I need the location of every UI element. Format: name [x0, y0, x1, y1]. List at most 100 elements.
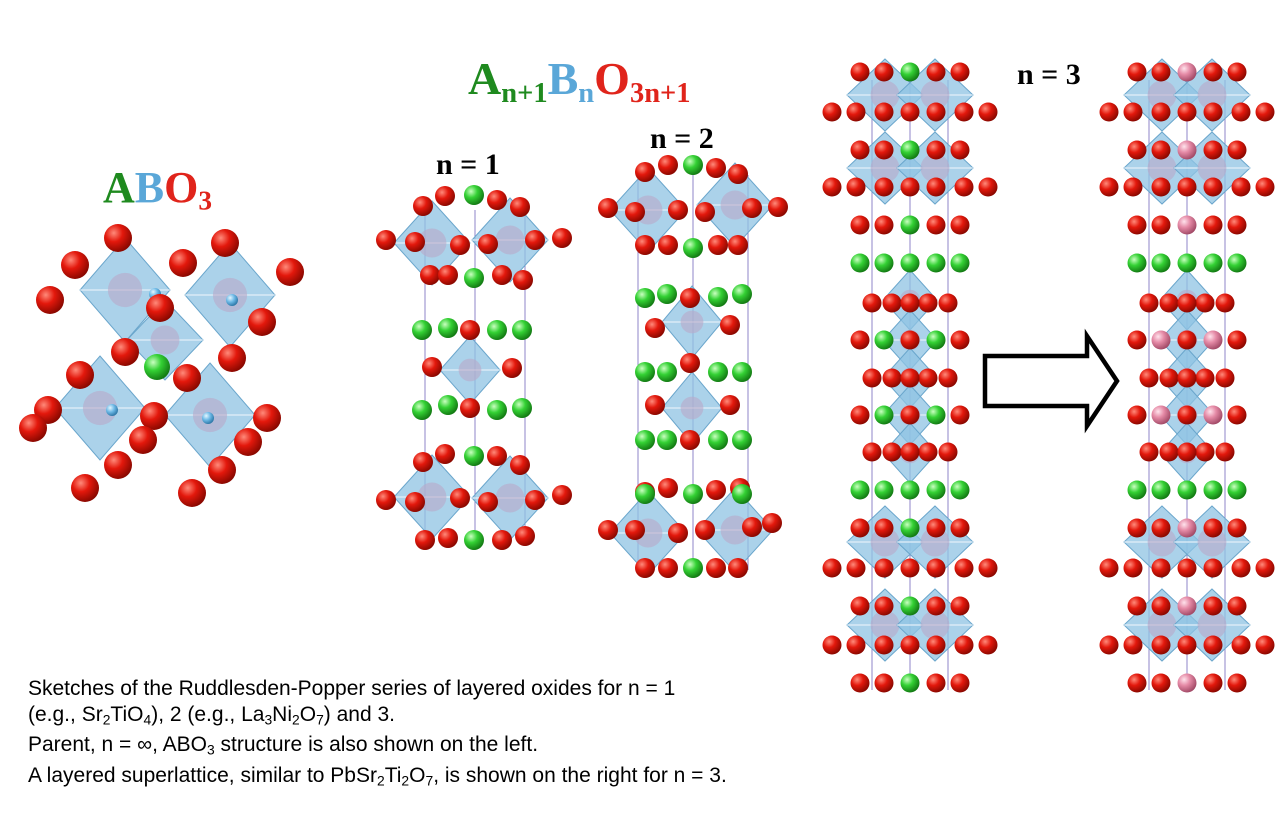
oxygen-atom [1177, 293, 1197, 313]
oxygen-atom [450, 488, 470, 508]
oxygen-atom [492, 530, 512, 550]
oxygen-atom [658, 478, 678, 498]
oxygen-atom [450, 235, 470, 255]
oxygen-atom [1127, 518, 1147, 538]
oxygen-atom [276, 258, 304, 286]
oxygen-atom [413, 196, 433, 216]
a-site-atom [464, 530, 484, 550]
oxygen-atom [376, 490, 396, 510]
oxygen-atom [720, 395, 740, 415]
oxygen-atom [487, 190, 507, 210]
a-site-atom [900, 62, 920, 82]
a-site-atom [635, 430, 655, 450]
oxygen-atom [422, 357, 442, 377]
oxygen-atom [625, 520, 645, 540]
oxygen-atom [1177, 177, 1197, 197]
a-site-atom [412, 400, 432, 420]
oxygen-atom [954, 177, 974, 197]
oxygen-atom [708, 235, 728, 255]
abo3-a: A [103, 163, 135, 212]
oxygen-atom [950, 215, 970, 235]
a-site-atom [487, 320, 507, 340]
oxygen-atom [104, 224, 132, 252]
oxygen-atom [635, 162, 655, 182]
oxygen-atom [510, 455, 530, 475]
a-site-atom [1177, 253, 1197, 273]
oxygen-atom [61, 251, 89, 279]
oxygen-atom [1099, 635, 1119, 655]
oxygen-atom [874, 673, 894, 693]
oxygen-atom [1203, 177, 1223, 197]
oxygen-atom [1195, 368, 1215, 388]
oxygen-atom [728, 235, 748, 255]
oxygen-atom [926, 215, 946, 235]
oxygen-atom [926, 518, 946, 538]
oxygen-atom [822, 558, 842, 578]
oxygen-atom [1177, 102, 1197, 122]
oxygen-atom [850, 405, 870, 425]
oxygen-atom [918, 368, 938, 388]
oxygen-atom [846, 102, 866, 122]
oxygen-atom [146, 294, 174, 322]
unit-cell-lines [424, 80, 1226, 690]
oxygen-atom [900, 293, 920, 313]
a-site-atom [487, 400, 507, 420]
label-n1: n = 1 [436, 148, 500, 181]
a-site-atom [900, 596, 920, 616]
a-site-atom [1203, 405, 1223, 425]
oxygen-atom [900, 368, 920, 388]
a-site-atom [708, 362, 728, 382]
oxygen-atom [668, 523, 688, 543]
a-site-atom [708, 287, 728, 307]
oxygen-atom [950, 596, 970, 616]
oxygen-atom [513, 270, 533, 290]
oxygen-atom [728, 164, 748, 184]
oxygen-atom [248, 308, 276, 336]
oxygen-atom [635, 235, 655, 255]
abo3-o: O [164, 163, 199, 212]
oxygen-atom [515, 526, 535, 546]
oxygen-atom [850, 596, 870, 616]
oxygen-atom [900, 177, 920, 197]
oxygen-atom [822, 177, 842, 197]
oxygen-atom [1177, 558, 1197, 578]
a-site-atom [683, 155, 703, 175]
abo3-formula: ABO3 [103, 166, 212, 215]
oxygen-atom [253, 404, 281, 432]
oxygen-atom [768, 197, 788, 217]
oxygen-atom [1227, 518, 1247, 538]
oxygen-atom [1215, 368, 1235, 388]
a-site-atom [850, 253, 870, 273]
oxygen-atom [900, 442, 920, 462]
oxygen-atom [900, 558, 920, 578]
oxygen-atom [1099, 558, 1119, 578]
a-site-atom [1203, 253, 1223, 273]
oxygen-atom [850, 215, 870, 235]
oxygen-atom [1195, 442, 1215, 462]
a-site-atom [850, 480, 870, 500]
a-site-atom [1177, 673, 1197, 693]
oxygen-atom [695, 202, 715, 222]
oxygen-atom [882, 293, 902, 313]
oxygen-atom [478, 234, 498, 254]
caption-line-4: A layered superlattice, similar to PbSr2… [28, 764, 727, 789]
formula-o-sub: 3n+1 [629, 77, 691, 109]
a-site-atom [683, 484, 703, 504]
a-site-atom [900, 518, 920, 538]
a-site-atom [926, 405, 946, 425]
oxygen-atom [1231, 102, 1251, 122]
oxygen-atom [1177, 330, 1197, 350]
oxygen-atom [104, 451, 132, 479]
octahedron [393, 454, 471, 540]
oxygen-atom [111, 338, 139, 366]
oxygen-atom [635, 558, 655, 578]
oxygen-atom [950, 405, 970, 425]
oxygen-atom [850, 673, 870, 693]
oxygen-atom [874, 102, 894, 122]
oxygen-atom [1195, 293, 1215, 313]
oxygen-atom [938, 442, 958, 462]
oxygen-atom [492, 265, 512, 285]
oxygen-atom [850, 518, 870, 538]
oxygen-atom [19, 414, 47, 442]
oxygen-atom [1203, 518, 1223, 538]
